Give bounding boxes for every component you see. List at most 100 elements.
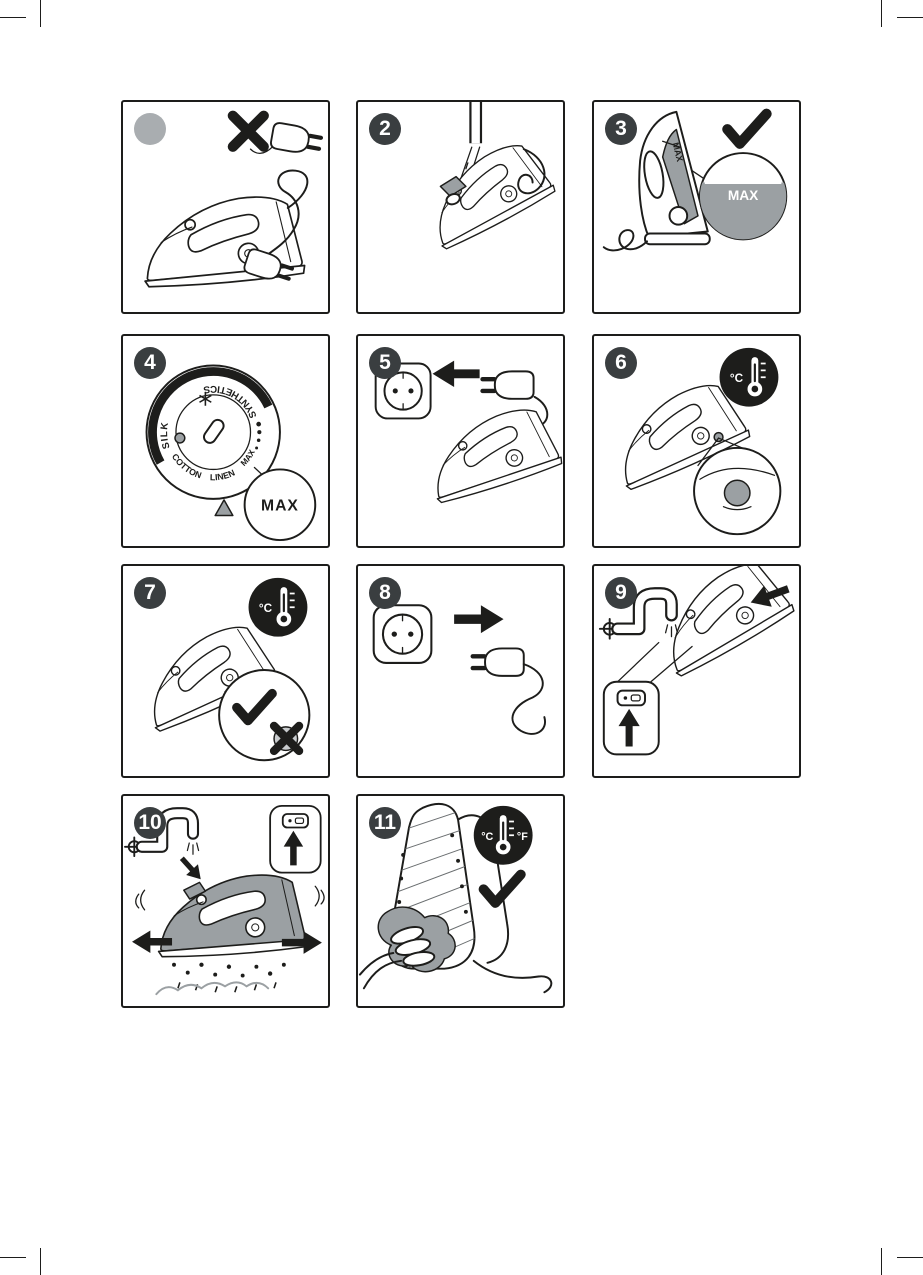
heel-rest — [644, 232, 711, 246]
power-cord — [517, 148, 546, 195]
temperature-badge: °C °F — [473, 805, 533, 865]
temperature-dial: SYNTHETICS SILK COTTON LINEN MAX — [145, 364, 281, 517]
steam-dial — [668, 206, 689, 226]
pilot-light-callout — [693, 446, 782, 536]
step-number-badge: 2 — [369, 113, 401, 145]
step-panel-10: 10 — [121, 794, 330, 1008]
check-icon — [727, 114, 766, 144]
thermometer-badge: °C — [719, 347, 779, 407]
dial-knob — [202, 418, 225, 444]
step-number-badge: 8 — [369, 577, 401, 609]
pointer-triangle — [214, 499, 234, 517]
crop-mark — [0, 17, 26, 18]
steam-button-callout — [604, 682, 659, 755]
crop-mark — [897, 17, 923, 18]
power-cord — [263, 169, 309, 259]
max-callout-label: MAX — [261, 498, 299, 515]
step-panel-7: 7 °C — [121, 564, 330, 778]
power-cord — [511, 663, 547, 735]
crop-mark — [881, 1248, 882, 1275]
step-panel-3: 3 MAX MAX — [592, 100, 801, 314]
steam-iron — [413, 133, 558, 253]
dial-band — [148, 367, 273, 465]
step-1-illustration — [137, 102, 328, 291]
steam-button-callout — [270, 806, 321, 873]
step-9-illustration — [594, 566, 797, 776]
step-panel-5: 5 — [356, 334, 565, 548]
step-7-illustration: °C — [129, 577, 311, 762]
step-number-badge — [134, 113, 166, 145]
pilot-light — [713, 431, 724, 443]
fill-arrow-icon — [175, 852, 207, 885]
step-number-badge: 11 — [369, 807, 401, 839]
step-number-badge: 9 — [605, 577, 637, 609]
crop-mark — [881, 0, 882, 27]
crop-mark — [40, 0, 41, 27]
iron-body-behind — [457, 814, 509, 964]
crop-mark — [897, 1257, 923, 1258]
pilot-light-zoom — [723, 479, 751, 507]
check-icon — [484, 875, 521, 903]
handle-opening — [643, 150, 665, 199]
steam-clouds — [155, 981, 270, 996]
step-panel-4: 4 — [121, 334, 330, 548]
arrow-right-icon — [454, 605, 504, 634]
step-panel-6: 6 °C — [592, 334, 801, 548]
arm — [358, 952, 403, 990]
steam-iron — [417, 400, 563, 507]
step-panel-1 — [121, 100, 330, 314]
shake-lines — [135, 885, 325, 911]
step-5-illustration — [374, 360, 563, 507]
wall-socket-icon — [372, 604, 433, 664]
step-panel-2: 2 — [356, 100, 565, 314]
step-panel-9: 9 — [592, 564, 801, 778]
upright-iron: MAX — [638, 110, 711, 246]
celsius-label: °C — [730, 372, 744, 385]
max-mark: MAX — [671, 141, 685, 163]
steam-drips — [172, 962, 286, 993]
water-level-callout: MAX — [691, 152, 788, 241]
dial-label-silk: SILK — [159, 421, 172, 450]
celsius-label: °C — [259, 602, 273, 615]
water — [699, 182, 787, 240]
snowflake-icon — [199, 391, 212, 406]
zoom-leader-lines — [616, 641, 693, 683]
crop-mark — [0, 1257, 26, 1258]
max-label: MAX — [728, 188, 759, 203]
step-2-illustration — [413, 102, 558, 253]
step-11-illustration: °C °F — [358, 802, 553, 994]
step-6-illustration: °C — [600, 347, 782, 536]
step-3-illustration: MAX MAX — [602, 102, 788, 252]
max-callout: MAX — [243, 466, 317, 542]
hand-with-cloth — [358, 906, 456, 990]
step-10-illustration — [123, 796, 325, 996]
do-not-plug-icon — [233, 116, 322, 156]
light-off-callout — [218, 669, 311, 762]
dial-pointer-dot — [174, 432, 186, 444]
svg-text:SILK: SILK — [159, 421, 173, 450]
crop-mark — [40, 1248, 41, 1275]
power-plug-icon — [473, 648, 524, 675]
arrow-left-icon — [432, 360, 480, 388]
steam-iron — [644, 566, 797, 680]
step-number-badge: 10 — [134, 807, 166, 839]
thermometer-badge: °C — [248, 577, 308, 637]
step-number-badge: 6 — [605, 347, 637, 379]
step-panel-11: 11 — [356, 794, 565, 1008]
dial-scale-dots — [255, 421, 262, 450]
step-number-badge: 3 — [605, 113, 637, 145]
power-plug-icon — [483, 371, 534, 398]
fill-cap-open — [439, 175, 467, 206]
power-cord — [602, 229, 648, 252]
cross-icon — [233, 116, 264, 147]
fahrenheit-label: °F — [517, 831, 528, 843]
power-cord — [472, 959, 553, 994]
step-panel-8: 8 — [356, 564, 565, 778]
step-number-badge: 4 — [134, 347, 166, 379]
step-number-badge: 7 — [134, 577, 166, 609]
step-8-illustration — [372, 604, 547, 735]
celsius-label: °C — [481, 831, 493, 843]
fill-cap-open — [183, 881, 207, 900]
step-4-illustration: SYNTHETICS SILK COTTON LINEN MAX — [145, 364, 317, 542]
